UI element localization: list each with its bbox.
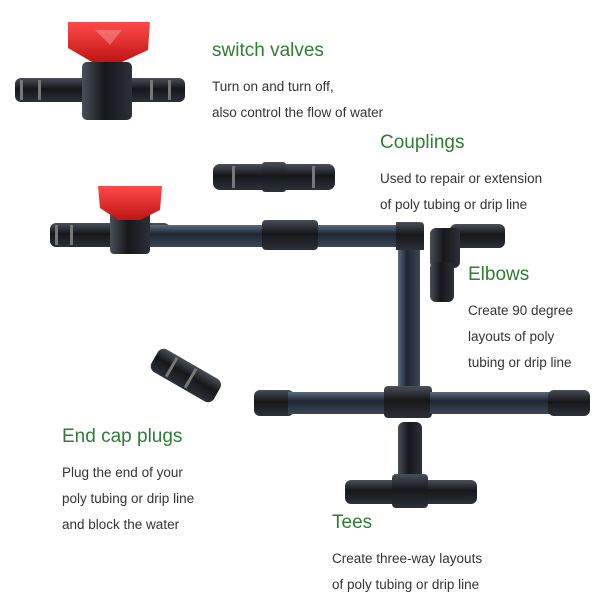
elbows-heading: Elbows	[468, 264, 530, 285]
tees-section: Tees Create three-way layouts of poly tu…	[332, 512, 482, 598]
elbows-section: Elbows Create 90 degree layouts of poly …	[468, 264, 573, 376]
elbows-line-1: Create 90 degree	[468, 303, 574, 318]
assembled-line-image	[50, 186, 424, 390]
tee-line-image	[254, 386, 590, 418]
end-cap-plug-image	[150, 348, 221, 403]
couplings-heading: Couplings	[380, 132, 465, 153]
elbow-image	[430, 224, 505, 302]
tees-line-1: Create three-way layouts	[332, 551, 483, 566]
coupling-image	[213, 162, 335, 192]
switch-valves-section: switch valves Turn on and turn off, also…	[212, 40, 383, 126]
couplings-line-1: Used to repair or extension	[380, 171, 543, 186]
tees-line-2: of poly tubing or drip line	[332, 577, 480, 592]
tee-image	[345, 422, 477, 508]
end-cap-plugs-line-2: poly tubing or drip line	[62, 491, 195, 506]
switch-valve-image	[15, 22, 185, 120]
tees-heading: Tees	[332, 512, 373, 533]
couplings-line-2: of poly tubing or drip line	[380, 197, 528, 212]
couplings-section: Couplings Used to repair or extension of…	[380, 132, 542, 218]
end-cap-plugs-section: End cap plugs Plug the end of your poly …	[62, 426, 194, 538]
switch-valves-line-1: Turn on and turn off,	[212, 79, 334, 94]
end-cap-plugs-heading: End cap plugs	[62, 426, 183, 447]
end-cap-plugs-line-3: and block the water	[62, 517, 180, 532]
elbows-line-2: layouts of poly	[468, 329, 555, 344]
switch-valves-heading: switch valves	[212, 40, 324, 61]
end-cap-plugs-line-1: Plug the end of your	[62, 465, 183, 480]
switch-valves-line-2: also control the flow of water	[212, 105, 384, 120]
elbows-line-3: tubing or drip line	[468, 355, 572, 370]
